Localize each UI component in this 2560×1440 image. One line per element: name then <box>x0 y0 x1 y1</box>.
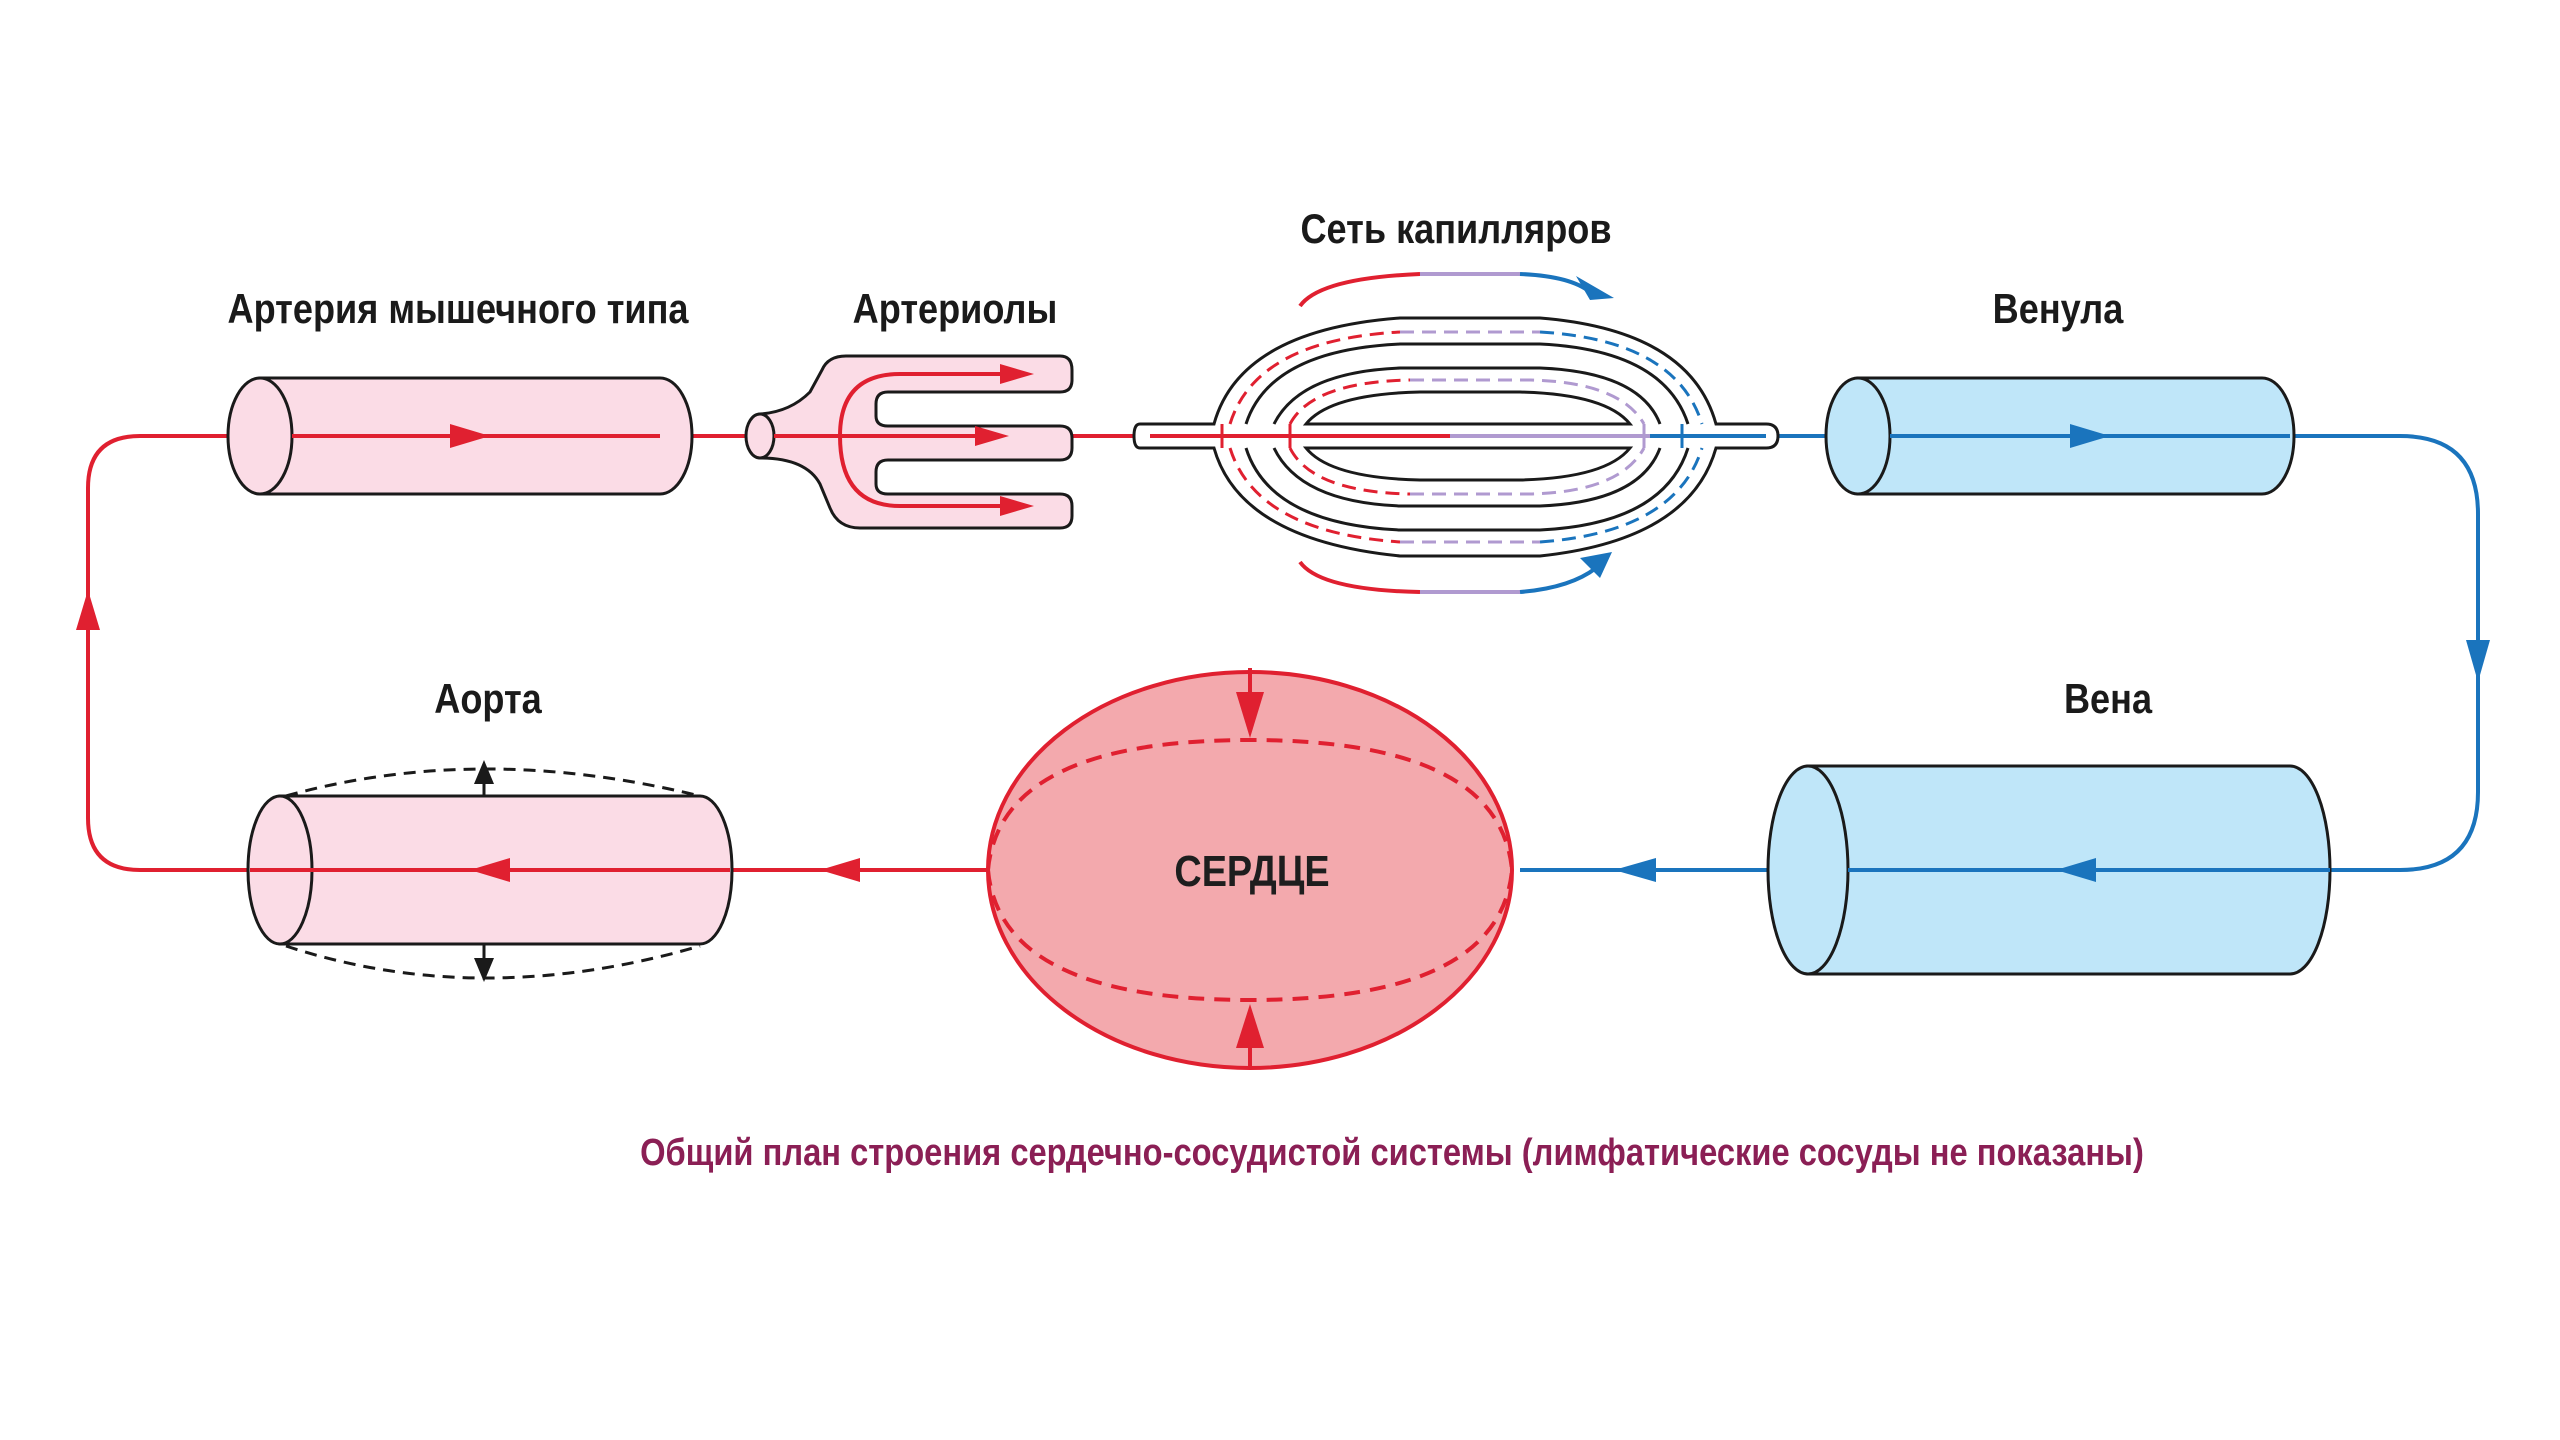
heart-chamber <box>986 668 1514 1070</box>
arrow-icon <box>450 424 490 448</box>
label-aorta: Аорта <box>434 675 542 722</box>
label-heart: СЕРДЦЕ <box>1174 847 1330 896</box>
arrow-icon <box>2070 424 2110 448</box>
arrow-icon <box>1580 552 1612 578</box>
arrow-icon <box>2056 858 2096 882</box>
arrow-icon <box>474 760 494 784</box>
label-artery: Артерия мышечного типа <box>227 285 689 332</box>
aorta-to-artery-line <box>86 434 250 872</box>
figure-caption: Общий план строения сердечно-сосудистой … <box>640 1132 2144 1174</box>
label-capillaries: Сеть капилляров <box>1300 205 1612 252</box>
label-arterioles: Артериолы <box>852 285 1058 332</box>
arrow-icon <box>1614 858 1656 882</box>
label-venule: Венула <box>1992 285 2124 332</box>
label-vein: Вена <box>2063 675 2153 722</box>
arrow-icon <box>76 590 100 630</box>
arrow-icon <box>820 858 860 882</box>
arrow-icon <box>1000 496 1034 516</box>
capillary-outer-flow-bottom <box>1298 560 1598 594</box>
arteriole-flow <box>774 372 1002 508</box>
arrow-icon <box>1576 276 1614 300</box>
arrow-icon <box>474 958 494 982</box>
arrow-icon <box>470 858 510 882</box>
capillary-outer-flow-top <box>1298 272 1592 308</box>
arrow-icon <box>1000 364 1034 384</box>
arteriole-tree <box>744 354 1074 530</box>
arrow-icon <box>1236 1004 1264 1048</box>
arrow-icon <box>2466 640 2490 682</box>
arrow-icon <box>975 426 1009 446</box>
arrow-icon <box>1236 692 1264 738</box>
